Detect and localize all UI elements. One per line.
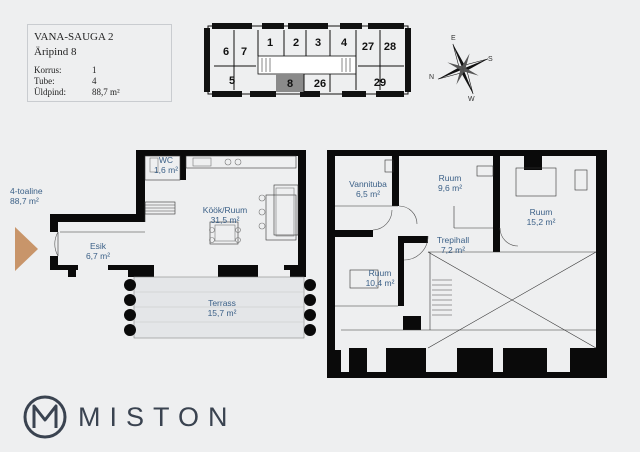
key-unit-4: 4 (341, 37, 348, 49)
key-unit-26: 26 (314, 78, 326, 90)
terrace-plants-icon (124, 279, 316, 336)
info-row-rooms: Tube:4 (34, 76, 97, 86)
key-unit-27: 27 (362, 41, 374, 53)
info-row-area: Üldpind:88,7 m² (34, 87, 120, 97)
key-unit-28: 28 (384, 41, 396, 53)
key-unit-6: 6 (223, 46, 229, 58)
key-unit-8: 8 (287, 78, 293, 90)
entrance-label: 4-toaline 88,7 m² (10, 186, 43, 206)
key-unit-5: 5 (229, 75, 235, 87)
unit-subtitle: Äripind 8 (34, 46, 77, 58)
key-unit-7: 7 (241, 46, 247, 58)
compass-rose (437, 43, 489, 95)
compass-south: S (488, 56, 493, 63)
key-unit-29: 29 (374, 77, 386, 89)
key-plan: 6 7 1 2 3 4 27 28 5 8 26 29 (204, 23, 411, 97)
floor-plan (15, 150, 607, 378)
info-box: VANA-SAUGA 2 Äripind 8 Korrus:1 Tube:4 Ü… (27, 24, 172, 102)
compass-east: E (451, 35, 456, 42)
miston-logo-icon (23, 395, 67, 439)
key-unit-2: 2 (293, 37, 299, 49)
building-title: VANA-SAUGA 2 (34, 31, 114, 43)
info-row-floor: Korrus:1 (34, 65, 97, 75)
compass-west: W (468, 96, 475, 103)
entrance-arrow-icon (15, 227, 38, 271)
key-unit-3: 3 (315, 37, 321, 49)
compass-north: N (429, 74, 435, 81)
brand-name: MISTON (78, 402, 237, 432)
key-unit-1: 1 (267, 37, 273, 49)
